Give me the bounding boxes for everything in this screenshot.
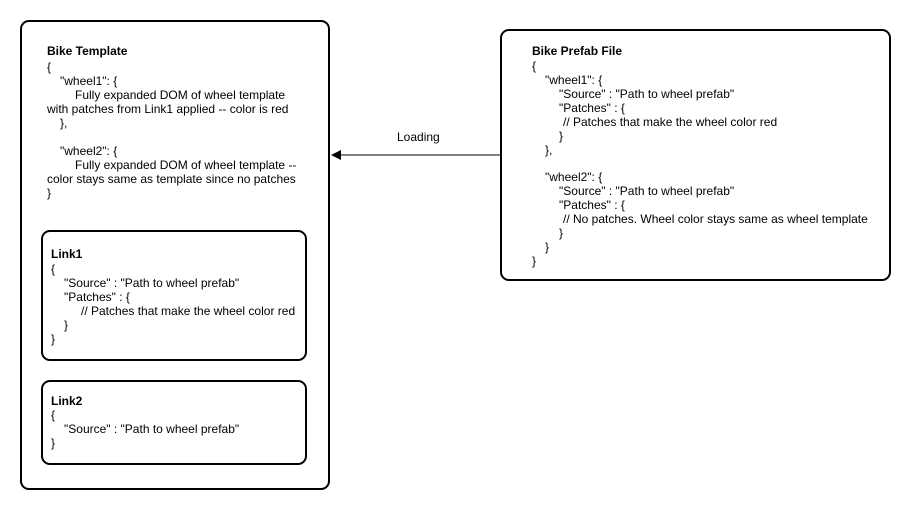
bike-prefab-file-box: [500, 29, 891, 281]
bike-prefab-line: },: [545, 143, 553, 157]
link1-line: {: [51, 262, 56, 276]
link2-line: }: [51, 436, 56, 450]
bike-template-line: "wheel2": {: [60, 144, 118, 158]
bike-prefab-line: // No patches. Wheel color stays same as…: [563, 212, 868, 226]
link1-title: Link1: [51, 247, 83, 261]
bike-prefab-line: }: [545, 240, 550, 254]
bike-prefab-line: "wheel2": {: [545, 170, 603, 184]
bike-prefab-line: }: [559, 129, 564, 143]
bike-template-line: with patches from Link1 applied -- color…: [47, 102, 289, 116]
bike-template-line: }: [47, 186, 52, 200]
bike-template-line: "wheel1": {: [60, 74, 118, 88]
link1-line: "Patches" : {: [64, 290, 130, 304]
bike-prefab-line: }: [532, 254, 537, 268]
link2-line: "Source" : "Path to wheel prefab": [64, 422, 240, 436]
arrow-label: Loading: [397, 130, 440, 144]
bike-template-line: },: [60, 116, 68, 130]
bike-prefab-file-title: Bike Prefab File: [532, 44, 623, 58]
link1-line: }: [51, 332, 56, 346]
arrowhead-icon: [331, 150, 341, 160]
bike-template-line: Fully expanded DOM of wheel template: [75, 88, 286, 102]
bike-prefab-line: // Patches that make the wheel color red: [563, 115, 778, 129]
bike-prefab-line: "Source" : "Path to wheel prefab": [559, 87, 735, 101]
link2-title: Link2: [51, 394, 83, 408]
link1-line: "Source" : "Path to wheel prefab": [64, 276, 240, 290]
bike-prefab-line: "Patches" : {: [559, 198, 625, 212]
bike-prefab-line: {: [532, 59, 537, 73]
bike-template-line: {: [47, 60, 52, 74]
bike-prefab-line: }: [559, 226, 564, 240]
link1-line: // Patches that make the wheel color red: [81, 304, 296, 318]
link1-box: [41, 230, 307, 361]
link1-line: }: [64, 318, 69, 332]
bike-prefab-line: "Source" : "Path to wheel prefab": [559, 184, 735, 198]
link2-box: [41, 380, 307, 465]
bike-prefab-line: "wheel1": {: [545, 73, 603, 87]
bike-template-line: Fully expanded DOM of wheel template --: [75, 158, 297, 172]
bike-template-line: color stays same as template since no pa…: [47, 172, 296, 186]
link2-line: {: [51, 408, 56, 422]
bike-prefab-line: "Patches" : {: [559, 101, 625, 115]
bike-template-title: Bike Template: [47, 44, 128, 58]
